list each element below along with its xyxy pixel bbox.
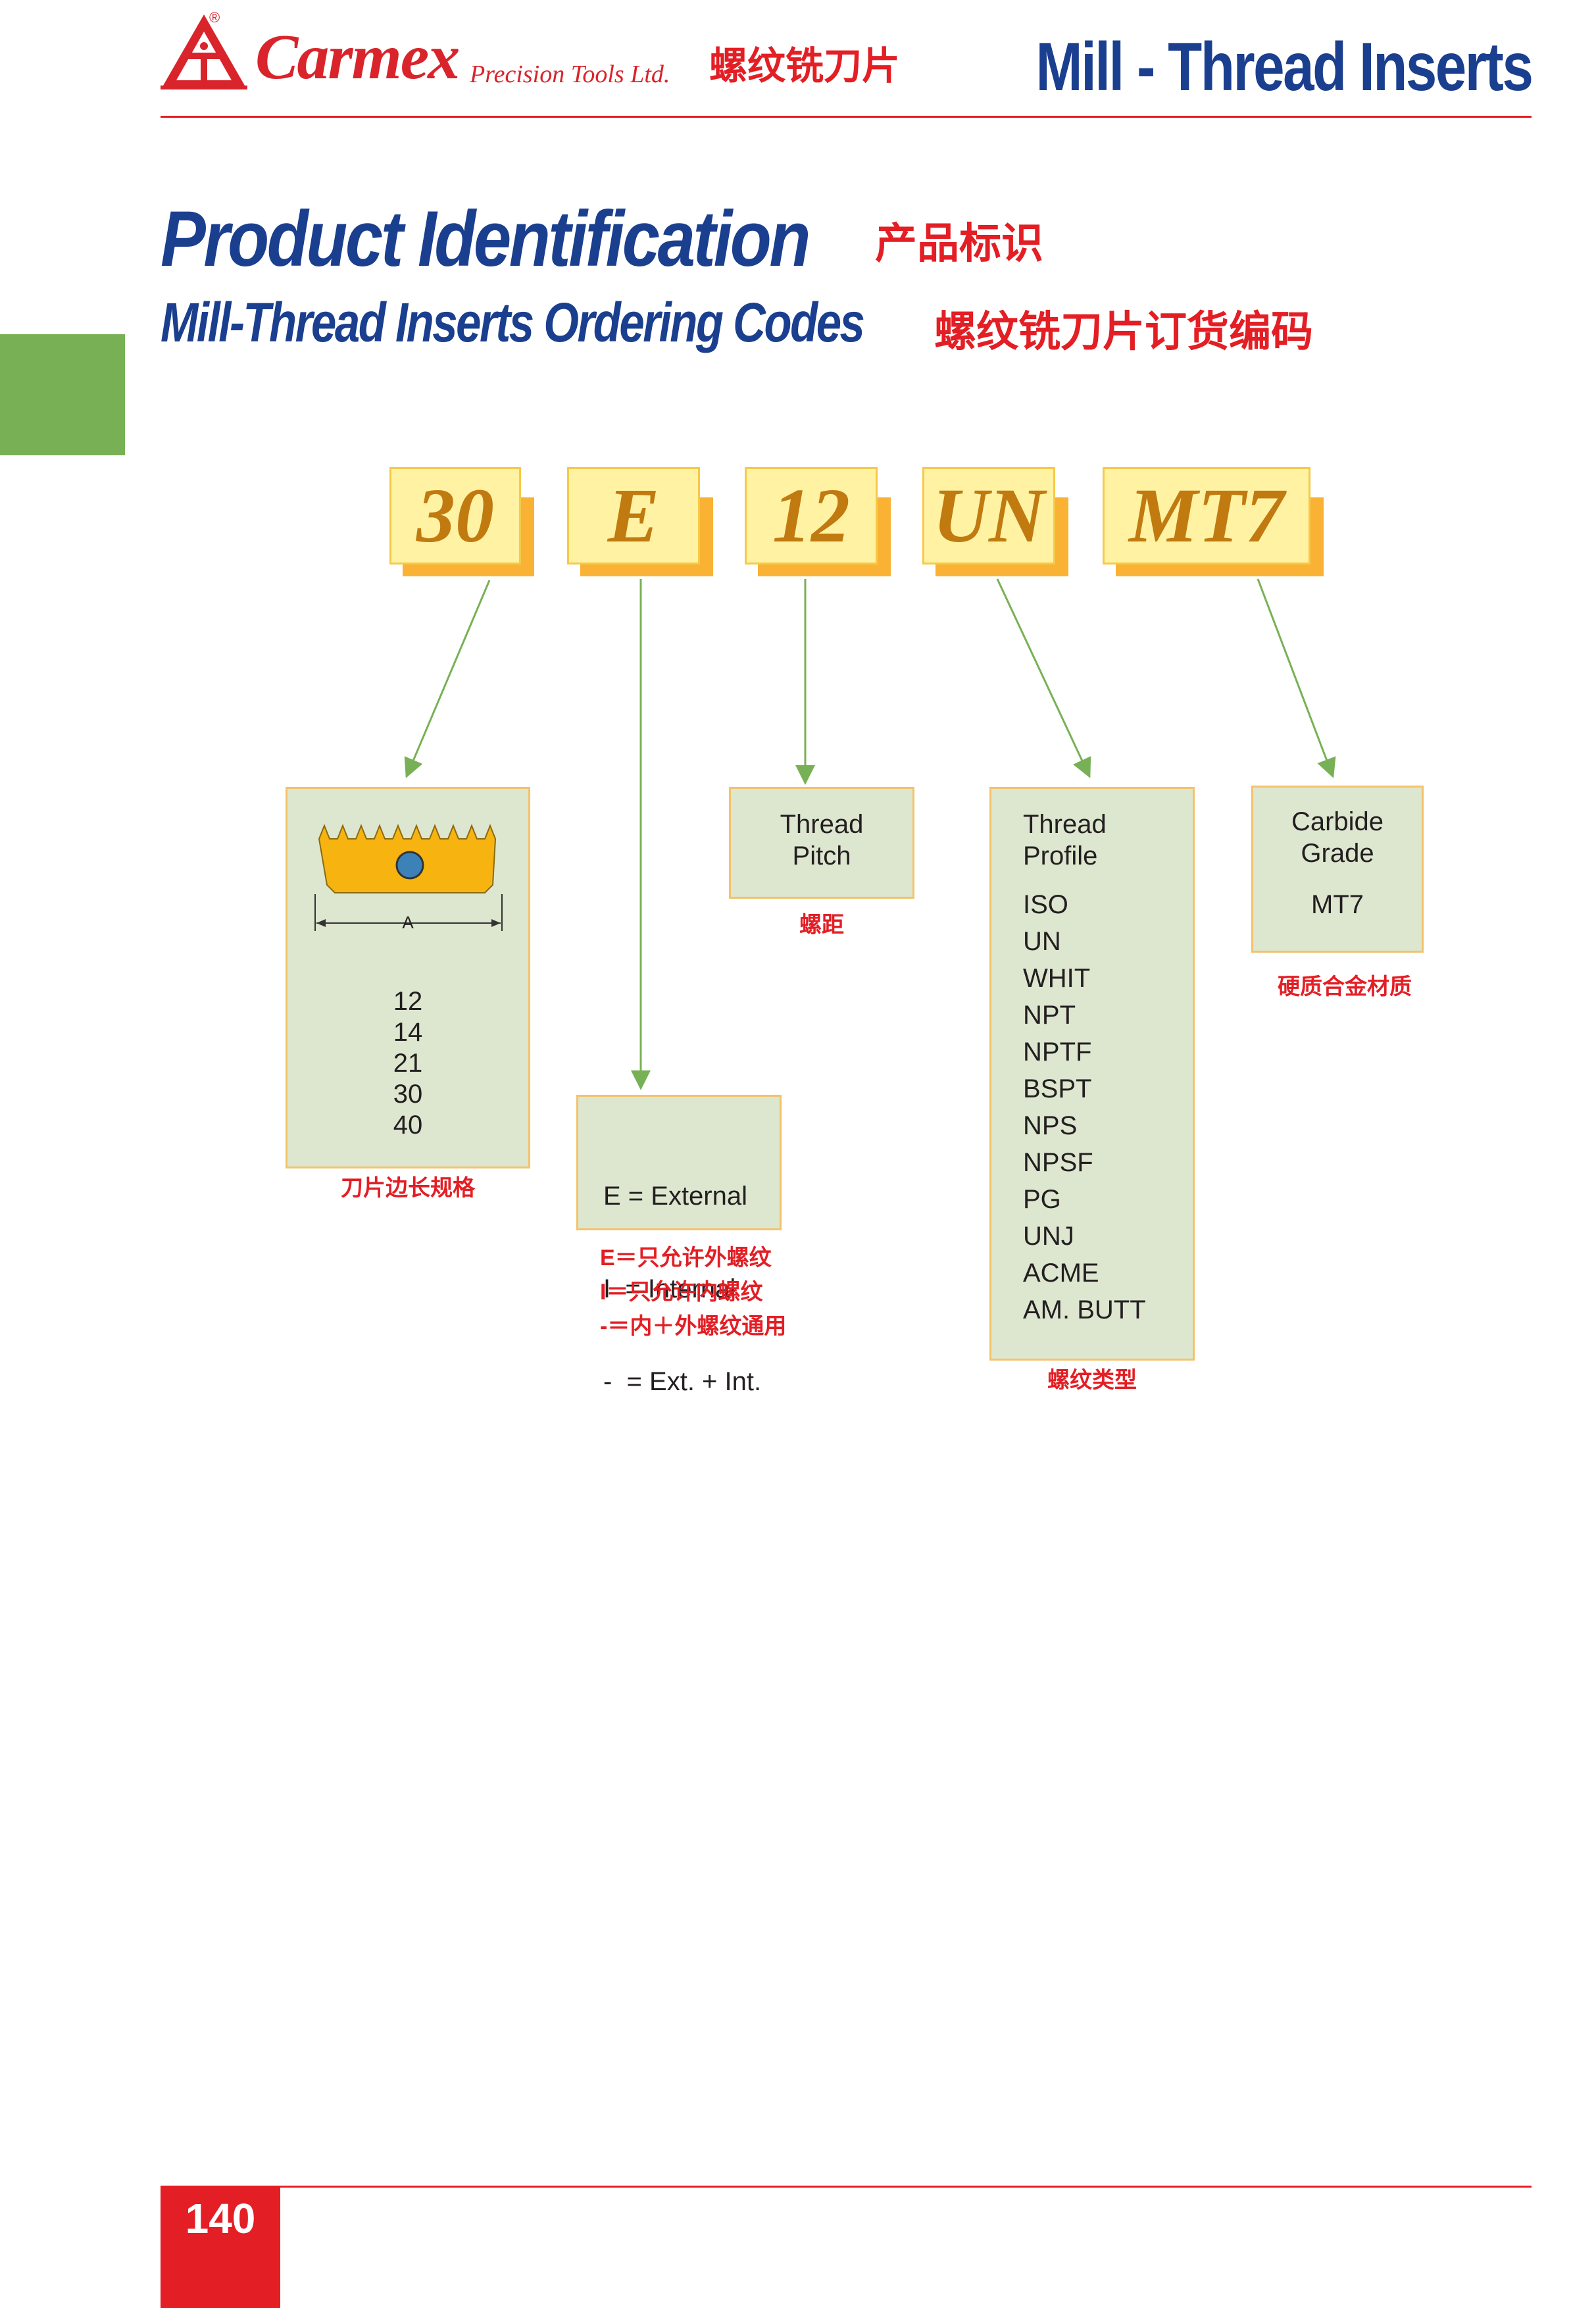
brand-name: Carmex [255, 22, 460, 93]
arrow-size [404, 580, 491, 778]
page-subtitle: Mill-Thread Inserts Ordering Codes [161, 291, 865, 353]
profile-value: AM. BUTT [1023, 1295, 1146, 1324]
page-subtitle-cn: 螺纹铣刀片订货编码 [934, 308, 1313, 355]
profile-value: NPSF [1023, 1148, 1093, 1177]
type-line: E = External [603, 1182, 748, 1211]
pitch-title-line: Pitch [792, 841, 851, 870]
profile-value: ISO [1023, 890, 1068, 919]
arrow-profile [996, 578, 1091, 778]
page-number-box [161, 2186, 280, 2308]
arrow-grade [1257, 578, 1336, 778]
profile-value: ACME [1023, 1259, 1099, 1288]
size-value: 12 [393, 987, 423, 1016]
page-number: 140 [185, 2195, 256, 2242]
size-value: 21 [393, 1049, 423, 1078]
grade-title: Carbide Grade [1253, 806, 1422, 869]
code-box-type: E [567, 467, 700, 564]
type-label-cn: -＝内＋外螺纹通用 [600, 1314, 787, 1339]
grade-box: Carbide Grade MT7 [1251, 786, 1424, 953]
code-box-size: 30 [389, 467, 521, 564]
profile-value: NPTF [1023, 1038, 1092, 1066]
profile-value: UN [1023, 927, 1061, 956]
connector-arrows [404, 578, 1336, 1090]
page-title: Product Identification [161, 195, 810, 283]
type-values: E = External I = Internal - = Ext. + Int… [603, 1119, 761, 1459]
brand-subtitle: Precision Tools Ltd. [470, 61, 670, 88]
footer-divider [161, 2186, 1532, 2188]
pitch-box: Thread Pitch [729, 787, 914, 899]
type-labels-cn: E＝只允许外螺纹 I＝只允许内螺纹 -＝内＋外螺纹通用 [600, 1241, 786, 1343]
pitch-title: Thread Pitch [731, 809, 912, 872]
size-value: 14 [393, 1018, 423, 1047]
profile-value: UNJ [1023, 1222, 1074, 1251]
type-label-cn: E＝只允许外螺纹 [600, 1245, 772, 1270]
pitch-label-cn: 螺距 [799, 913, 844, 938]
grade-value: MT7 [1311, 890, 1364, 919]
profile-value: NPS [1023, 1111, 1078, 1140]
size-box: A 12 14 21 30 40 [286, 787, 530, 1168]
type-label-cn: I＝只允许内螺纹 [600, 1280, 763, 1305]
size-label-cn: 刀片边长规格 [341, 1176, 475, 1201]
profile-value: WHIT [1023, 964, 1091, 993]
profile-label-cn: 螺纹类型 [1047, 1368, 1137, 1393]
size-value: 40 [393, 1111, 423, 1140]
profile-value: NPT [1023, 1001, 1076, 1030]
type-line: - = Ext. + Int. [603, 1367, 762, 1396]
code-box-profile: UN [922, 467, 1055, 564]
type-box: E = External I = Internal - = Ext. + Int… [576, 1095, 782, 1396]
section-tab [0, 334, 125, 455]
profile-value: BSPT [1023, 1074, 1092, 1103]
page-title-cn: 产品标识 [875, 220, 1043, 267]
profile-values: ISO UN WHIT NPT NPTF BSPT NPS NPSF PG UN… [1023, 886, 1146, 1328]
profile-title-line: Profile [1023, 841, 1098, 870]
profile-box: Thread Profile ISO UN WHIT NPT NPTF BSPT… [989, 787, 1195, 1361]
insert-icon [314, 824, 503, 931]
grade-title-line: Carbide [1291, 807, 1384, 836]
header-divider [161, 116, 1532, 118]
dimension-label: A [402, 913, 414, 932]
profile-title-line: Thread [1023, 810, 1107, 839]
code-box-pitch: 12 [745, 467, 878, 564]
grade-label-cn: 硬质合金材质 [1278, 974, 1412, 999]
header-title: Mill - Thread Inserts [1035, 29, 1533, 105]
header-title-cn: 螺纹铣刀片 [709, 45, 901, 88]
profile-value: PG [1023, 1185, 1061, 1214]
type-line: I = Internal [603, 1274, 736, 1303]
size-values: 12 14 21 30 40 [287, 986, 528, 1141]
profile-title: Thread Profile [1023, 809, 1107, 872]
registered-mark: ® [209, 9, 220, 26]
carmex-logo-icon [161, 14, 247, 89]
grade-title-line: Grade [1301, 839, 1374, 868]
pitch-title-line: Thread [780, 810, 864, 839]
code-box-grade: MT7 [1103, 467, 1310, 564]
size-value: 30 [393, 1080, 423, 1109]
